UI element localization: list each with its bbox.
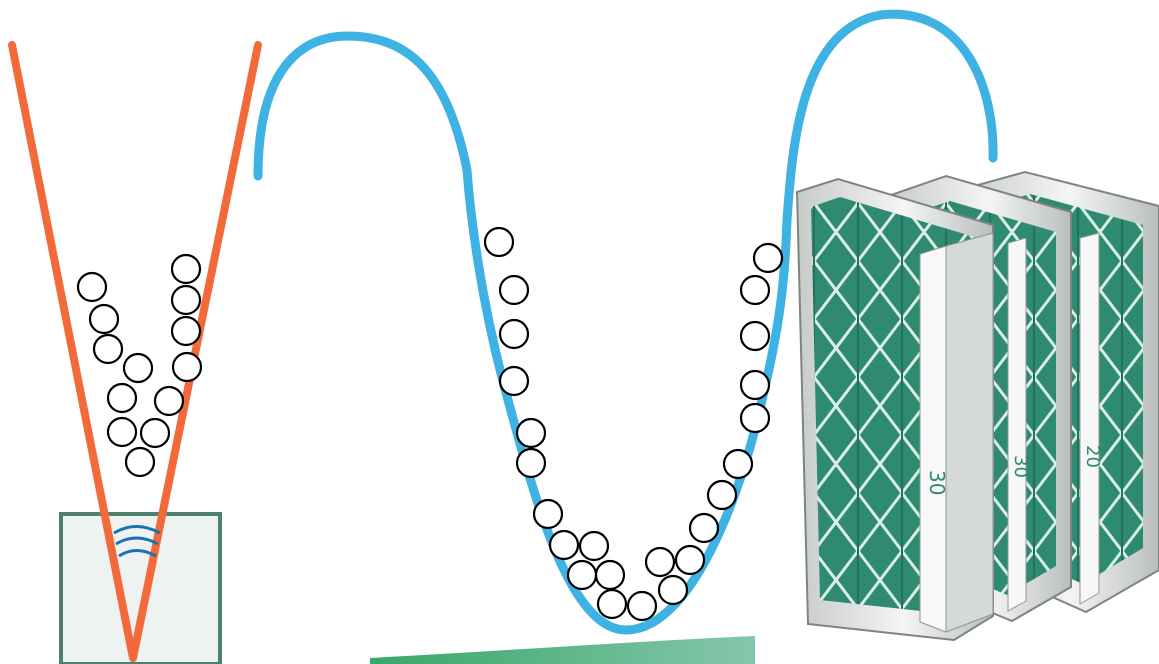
particle: [500, 320, 528, 348]
particle: [754, 244, 782, 272]
filter-housing-box: [61, 514, 220, 664]
particle: [94, 335, 122, 363]
particle: [580, 532, 608, 560]
particle: [741, 276, 769, 304]
particle: [78, 273, 106, 301]
particle: [596, 561, 624, 589]
particle: [690, 514, 718, 542]
filter-label-middle: 30: [1010, 455, 1031, 478]
particle: [598, 590, 626, 618]
particle: [124, 354, 152, 382]
particle: [534, 500, 562, 528]
particle: [628, 592, 656, 620]
particle: [485, 228, 513, 256]
curve-particles: [485, 228, 782, 620]
particle: [708, 481, 736, 509]
particle: [724, 450, 752, 478]
filter-label-back: 20: [1082, 445, 1103, 468]
particle: [90, 305, 118, 333]
particle: [676, 546, 704, 574]
particle: [500, 367, 528, 395]
particle: [550, 531, 578, 559]
particle: [646, 548, 674, 576]
pleated-air-filters-image: 20 30 30: [797, 172, 1159, 640]
particle: [517, 449, 545, 477]
particle: [172, 255, 200, 283]
particle: [659, 576, 687, 604]
particle: [108, 418, 136, 446]
particle: [172, 286, 200, 314]
particle: [568, 561, 596, 589]
particle: [741, 404, 769, 432]
particle: [172, 317, 200, 345]
particle: [500, 276, 528, 304]
particle: [741, 322, 769, 350]
filter-label-front: 30: [925, 470, 949, 495]
v-channel-particles: [78, 255, 201, 476]
particle: [126, 448, 154, 476]
base-gradient-band: [370, 636, 755, 664]
particle: [517, 419, 545, 447]
particle: [108, 384, 136, 412]
particle: [173, 353, 201, 381]
particle: [155, 387, 183, 415]
particle: [741, 371, 769, 399]
particle: [141, 419, 169, 447]
filter-panel-front: 30: [797, 179, 993, 640]
